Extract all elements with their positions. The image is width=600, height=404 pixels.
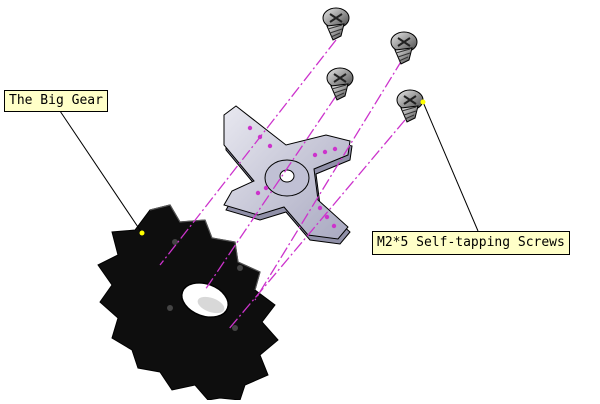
gear-face-highlight — [149, 204, 261, 291]
gear-mount-hole — [237, 265, 243, 271]
gear-mount-hole — [172, 239, 178, 245]
gear-callout-label: The Big Gear — [4, 90, 108, 112]
servo-horn-part — [223, 105, 353, 245]
gear-mount-hole — [167, 305, 173, 311]
leader-lines — [59, 101, 479, 234]
screw-part — [396, 89, 424, 123]
assembly-lines — [159, 39, 406, 331]
leader-line-screws — [422, 101, 479, 232]
assembly-line — [254, 59, 403, 301]
assembly-line — [227, 119, 406, 331]
screws-callout-label: M2*5 Self-tapping Screws — [372, 231, 570, 255]
horn-holes — [247, 125, 338, 229]
leader-dot-screws — [420, 99, 426, 105]
gear-part — [97, 204, 279, 401]
assembly-line — [159, 39, 337, 266]
screw-part — [322, 7, 350, 41]
leader-dot-gear — [139, 230, 145, 236]
gear-hole-inner-shadow — [197, 296, 225, 314]
leader-line-gear — [59, 110, 143, 234]
screw-part — [326, 67, 354, 101]
gear-mount-hole — [232, 325, 238, 331]
screw-part — [390, 31, 418, 65]
horn-hub-bore — [279, 169, 295, 183]
assembly-line — [204, 95, 337, 291]
